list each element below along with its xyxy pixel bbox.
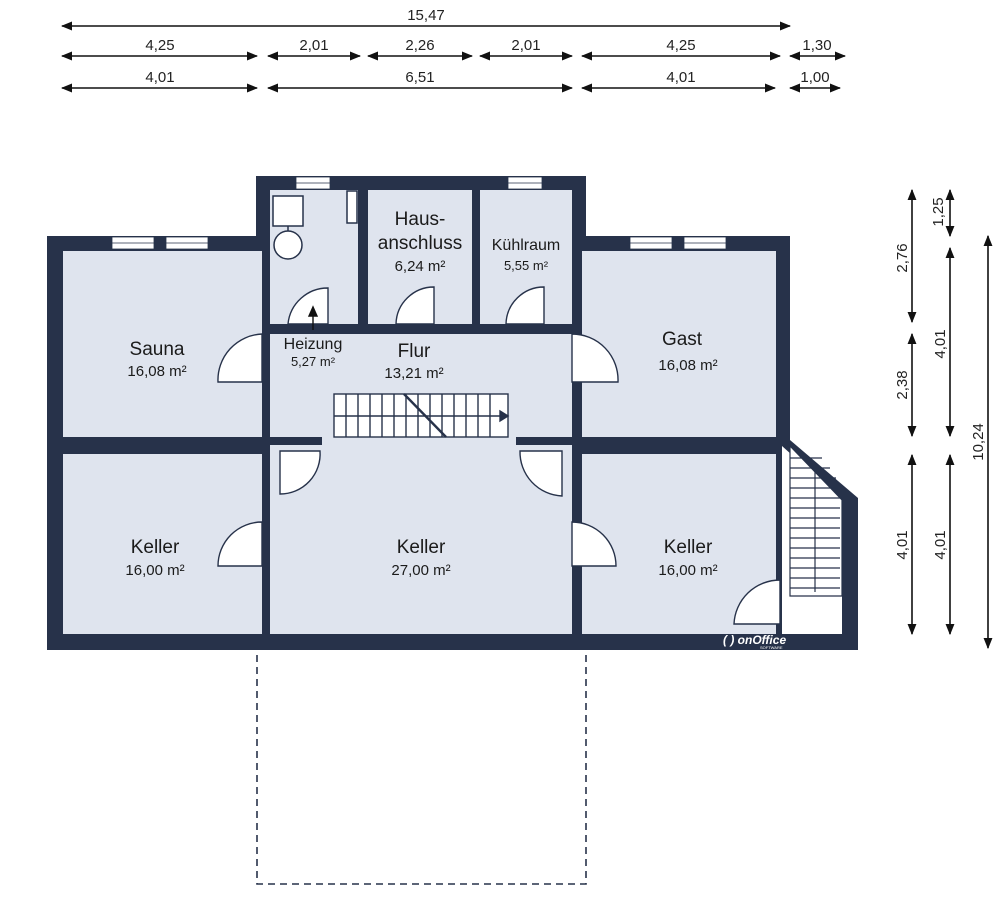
door-kuehlraum [505, 286, 545, 325]
room-area-sauna: 16,08 m² [127, 363, 186, 380]
room-labels: Sauna 16,08 m² Heizung 5,27 m² Haus- ans… [125, 209, 717, 579]
right-dimension-labels: 2,76 2,38 4,01 1,25 4,01 4,01 10,24 [894, 197, 987, 559]
door-flur-lower-right [519, 450, 563, 497]
dim-top-row2-label: 2,26 [405, 37, 434, 54]
dim-top-row1-total: 15,47 [407, 7, 445, 24]
room-area-heizung: 5,27 m² [291, 354, 336, 369]
room-area-hausanschluss: 6,24 m² [395, 258, 446, 275]
floor-keller-center [270, 451, 572, 634]
room-area-flur: 13,21 m² [384, 365, 443, 382]
tank-icon [273, 230, 303, 260]
room-name-keller-left: Keller [131, 537, 180, 558]
door-gast [571, 333, 619, 383]
top-dimension-labels: 15,47 4,25 2,01 2,26 2,01 4,25 1,30 4,01… [145, 7, 831, 86]
room-area-keller-left: 16,00 m² [125, 562, 184, 579]
heizung-arrow [307, 305, 319, 330]
door-keller-right [571, 521, 617, 567]
door-flur-lower-left [279, 450, 321, 495]
dim-top-row3-label: 6,51 [405, 69, 434, 86]
floor-flur-lower [270, 445, 572, 451]
dim-top-row2-label: 2,01 [511, 37, 540, 54]
logo-sub: SOFTWARE [760, 645, 783, 650]
room-name-heizung: Heizung [284, 336, 343, 353]
onoffice-logo: ( ) onOffice SOFTWARE [723, 633, 786, 650]
dim-top-row2-label: 1,30 [802, 37, 831, 54]
dim-right-label: 2,38 [894, 370, 911, 399]
room-name-sauna: Sauna [130, 339, 185, 360]
room-name-keller-right: Keller [664, 537, 713, 558]
windows [111, 176, 727, 250]
right-dimension-lines [907, 188, 993, 650]
dim-top-row3-label: 1,00 [800, 69, 829, 86]
dim-top-row2-label: 4,25 [145, 37, 174, 54]
room-name-flur: Flur [398, 341, 431, 362]
interior-staircase [333, 393, 510, 438]
dim-top-row2-label: 4,25 [666, 37, 695, 54]
dim-right-label: 4,01 [932, 329, 949, 358]
room-name-keller-center: Keller [397, 537, 446, 558]
room-name-hausanschluss-line1: Haus- [395, 209, 446, 230]
floor-sauna [63, 251, 262, 437]
dim-right-label: 2,76 [894, 243, 911, 272]
dim-right-label: 4,01 [932, 530, 949, 559]
dim-right-label: 10,24 [970, 423, 987, 461]
floor-gast [582, 251, 776, 437]
room-area-keller-center: 27,00 m² [391, 562, 450, 579]
dim-right-label: 1,25 [930, 197, 947, 226]
doors [217, 286, 781, 625]
dim-top-row3-label: 4,01 [145, 69, 174, 86]
door-sauna [217, 333, 263, 383]
top-dimension-lines [60, 21, 847, 93]
room-area-keller-right: 16,00 m² [658, 562, 717, 579]
door-keller-left [217, 521, 263, 567]
dim-right-label: 4,01 [894, 530, 911, 559]
room-name-hausanschluss-line2: anschluss [378, 233, 463, 254]
room-name-kuehlraum: Kühlraum [492, 237, 560, 254]
room-area-gast: 16,08 m² [658, 357, 717, 374]
terrace-outline [256, 647, 587, 885]
door-exterior [733, 579, 781, 625]
door-heizung [287, 287, 329, 325]
building [47, 176, 858, 650]
room-area-kuehlraum: 5,55 m² [504, 258, 549, 273]
dim-top-row3-label: 4,01 [666, 69, 695, 86]
boiler-icon [272, 195, 304, 227]
door-hausanschluss [395, 286, 435, 325]
logo-text: ( ) onOffice [723, 633, 786, 647]
room-name-gast: Gast [662, 329, 703, 350]
heizung-fixtures [272, 190, 358, 260]
exterior-staircase [789, 444, 843, 597]
pipe-icon [346, 190, 358, 224]
dim-top-row2-label: 2,01 [299, 37, 328, 54]
